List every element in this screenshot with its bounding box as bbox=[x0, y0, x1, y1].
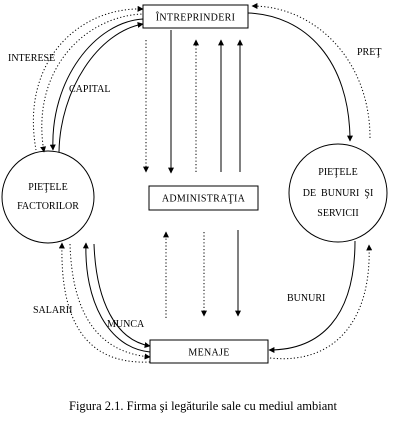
pietele-bunuri-line-2: DE BUNURI ŞI bbox=[303, 188, 374, 199]
pietele-factorilor-circle: PIEŢELE FACTORILOR bbox=[1, 150, 95, 244]
bunuri-dotted-arc bbox=[269, 244, 373, 360]
pietele-bunuri-line-3: SERVICII bbox=[317, 208, 358, 219]
salarii-outer-arc bbox=[58, 242, 151, 363]
menaje-label: MENAJE bbox=[188, 348, 229, 359]
administratia-label: ADMINISTRAŢIA bbox=[162, 194, 246, 205]
pret-label: PREŢ bbox=[357, 47, 381, 58]
munca-arrow-arc bbox=[93, 243, 151, 349]
pret-solid-arc bbox=[247, 12, 353, 142]
capital-arrow-arc bbox=[58, 21, 144, 153]
intreprinderi-box: ÎNTREPRINDERI bbox=[142, 4, 249, 29]
salarii-label: SALARII bbox=[33, 305, 72, 316]
pietele-bunuri-circle: PIEŢELE DE BUNURI ŞI SERVICII bbox=[288, 143, 388, 243]
pietele-factorilor-line-2: FACTORILOR bbox=[17, 201, 79, 212]
munca-label: MUNCA bbox=[107, 319, 145, 330]
pret-dotted-arc bbox=[251, 3, 371, 139]
bunuri-label: BUNURI bbox=[287, 293, 325, 304]
menaje-box: MENAJE bbox=[149, 339, 269, 364]
bunuri-solid-arc bbox=[268, 240, 356, 353]
administratia-box: ADMINISTRAŢIA bbox=[148, 185, 259, 211]
capital-solid-arc bbox=[49, 18, 144, 151]
salarii-inner-arc bbox=[69, 243, 151, 360]
pietele-bunuri-line-1: PIEŢELE bbox=[318, 167, 357, 178]
intreprinderi-label: ÎNTREPRINDERI bbox=[156, 12, 235, 24]
figure-caption: Figura 2.1. Firma şi legăturile sale cu … bbox=[69, 399, 338, 413]
pietele-factorilor-line-1: PIEŢELE bbox=[28, 182, 67, 193]
interese-inner-arc bbox=[40, 13, 144, 153]
capital-label: CAPITAL bbox=[69, 84, 110, 95]
interese-label: INTERESE bbox=[8, 53, 55, 64]
munca-solid-arc bbox=[82, 242, 151, 353]
interese-outer-arc bbox=[32, 5, 144, 151]
